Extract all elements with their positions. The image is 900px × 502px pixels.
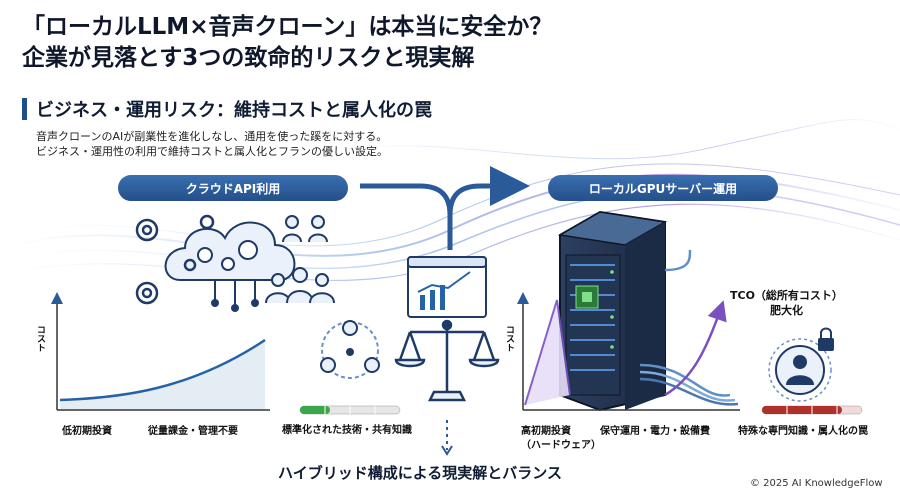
title-line-1: 「ローカルLLM×音声クローン」は本当に安全か？: [22, 14, 553, 40]
description-line-1: 音声クローンのAIが副業性を進化しなし、通用を使った蹊をに対する。: [36, 130, 388, 143]
cloud-api-pill: クラウドAPI利用: [118, 175, 348, 201]
section-description: 音声クローンのAIが副業性を進化しなし、通用を使った蹊をに対する。 ビジネス・運…: [36, 129, 388, 159]
copyright: © 2025 AI KnowledgeFlow: [750, 478, 883, 489]
right-x-label-2: 保守運用・電力・設備費: [600, 426, 710, 437]
cloud-icon: [164, 221, 296, 312]
server-cables: [639, 249, 739, 406]
tco-label-2: 肥大化: [770, 304, 803, 317]
page-title: 「ローカルLLM×音声クローン」は本当に安全か？ 企業が見落とす3つの致命的リス…: [22, 12, 552, 74]
left-cost-chart: [51, 292, 270, 411]
gear-icon: [135, 214, 215, 305]
right-axis-label: コスト: [504, 325, 514, 352]
expert-lock-icon: [768, 327, 834, 402]
title-line-2: 企業が見落とす3つの致命的リスクと現実解: [22, 45, 475, 71]
balance-scale-icon: [394, 319, 500, 402]
analytics-board-icon: [407, 256, 487, 318]
right-x-label-1b: （ハードウェア）: [521, 440, 601, 451]
handshake-icon: [282, 215, 328, 243]
shared-knowledge-icon: [320, 320, 380, 379]
team-icon: [265, 267, 335, 304]
left-axis-label: コスト: [35, 325, 45, 352]
left-x-label-2: 従量課金・管理不要: [148, 426, 238, 437]
flow-arrows: [360, 166, 530, 250]
right-x-label-3: 特殊な専門知識・属人化の罠: [738, 426, 868, 437]
risk-gauge: [761, 405, 863, 415]
section-heading: ビジネス・運用リスク：維持コストと属人化の罠: [36, 100, 432, 121]
local-gpu-pill: ローカルGPUサーバー運用: [548, 175, 778, 201]
description-line-2: ビジネス・運用性の利用で維持コストと属人化とフランの優しい設定。: [36, 145, 388, 158]
center-caption: 標準化された技術・共有知識: [282, 425, 412, 436]
left-x-label-1: 低初期投資: [62, 426, 112, 437]
right-x-label-1a: 高初期投資: [521, 426, 571, 437]
footer-conclusion: ハイブリッド構成による現実解とバランス: [278, 464, 562, 482]
tco-label-1: TCO（総所有コスト）: [730, 289, 843, 302]
section-accent-bar: [22, 98, 27, 120]
right-cost-chart: [517, 292, 740, 411]
standard-gauge: [299, 405, 401, 415]
